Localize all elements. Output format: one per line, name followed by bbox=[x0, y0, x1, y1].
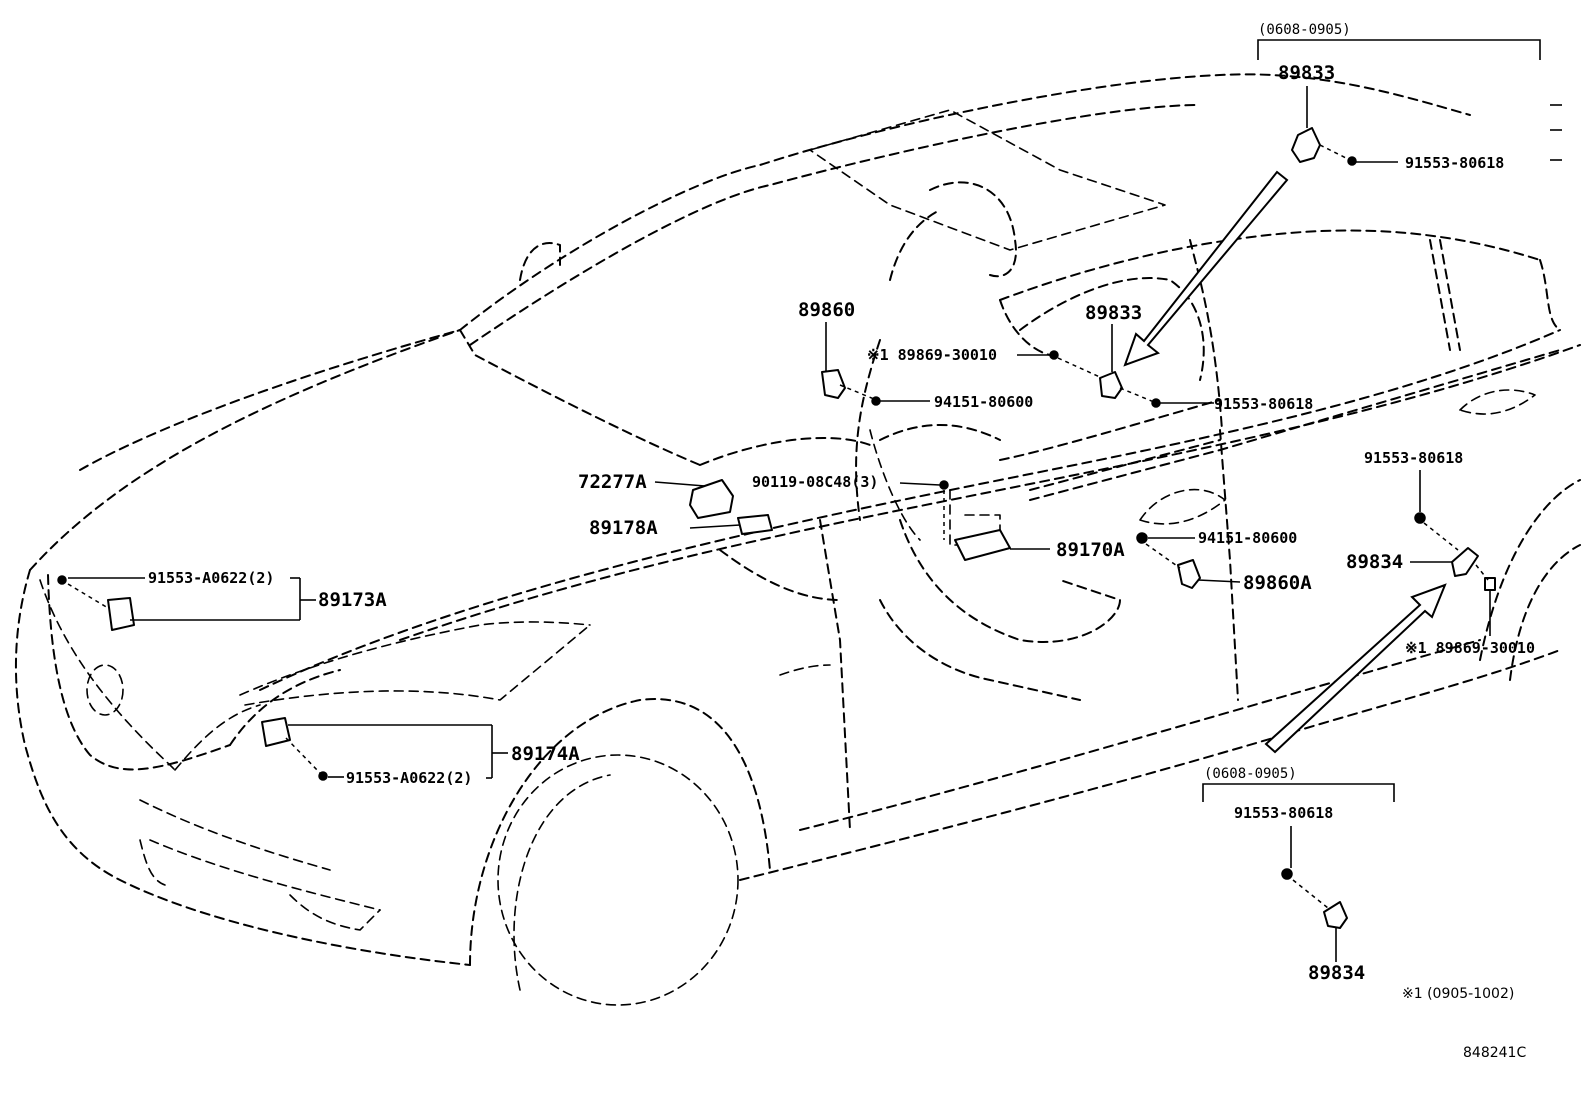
label-94151-80600-upper: 94151-80600 bbox=[934, 393, 1033, 411]
label-72277A: 72277A bbox=[578, 471, 647, 493]
label-89834-bottom: 89834 bbox=[1308, 962, 1365, 984]
label-89833-mid: 89833 bbox=[1085, 302, 1142, 324]
bolt-91553-A0622-front-icon bbox=[57, 575, 67, 585]
label-89178A: 89178A bbox=[589, 517, 658, 539]
interior-mounting-lines bbox=[869, 429, 1001, 546]
bracket-72277A-icon bbox=[689, 479, 734, 519]
footnote: ※1 (0905-1002) bbox=[1402, 986, 1514, 1002]
sensor-89860-icon bbox=[821, 369, 846, 399]
date-range-bottom: (0608-0905) bbox=[1204, 766, 1297, 782]
sensor-89173A-icon bbox=[107, 597, 135, 631]
sensor-89834-bottom-icon bbox=[1323, 901, 1348, 929]
label-91553-A0622-lower: 91553-A0622(2) bbox=[346, 769, 472, 787]
label-91553-A0622-front: 91553-A0622(2) bbox=[148, 569, 274, 587]
bolt-91553-80618-bottom-icon bbox=[1281, 868, 1293, 880]
parts bbox=[57, 127, 1496, 929]
bolt-91553-80618-mid-icon bbox=[1151, 398, 1161, 408]
bolt-91553-80618-right-icon bbox=[1414, 512, 1426, 524]
sensor-89833-mid-icon bbox=[1099, 371, 1123, 399]
sensor-89860A-icon bbox=[1177, 559, 1201, 589]
label-89833-top: 89833 bbox=[1278, 62, 1335, 84]
bolt-91553-80618-top-icon bbox=[1347, 156, 1357, 166]
label-91553-80618-right: 91553-80618 bbox=[1364, 449, 1463, 467]
label-89869-30010-mid: ※1 89869-30010 bbox=[867, 346, 997, 364]
bolt-91553-A0622-lower-icon bbox=[318, 771, 328, 781]
label-91553-80618-top: 91553-80618 bbox=[1405, 154, 1504, 172]
sensor-89833-top-icon bbox=[1291, 127, 1321, 163]
cap-89869-30010-right-icon bbox=[1484, 577, 1496, 591]
bolt-90119-08C48-icon bbox=[939, 480, 949, 490]
label-89170A: 89170A bbox=[1056, 539, 1125, 561]
sensor-89178A-icon bbox=[737, 514, 773, 535]
label-91553-80618-mid: 91553-80618 bbox=[1214, 395, 1313, 413]
arrow-to-mid-sensor-icon bbox=[1123, 170, 1289, 367]
label-94151-80600-lower: 94151-80600 bbox=[1198, 529, 1297, 547]
label-89860: 89860 bbox=[798, 299, 855, 321]
emblem-icon bbox=[86, 664, 124, 716]
callout-arrows bbox=[1123, 170, 1447, 754]
sensor-89174A-icon bbox=[261, 717, 291, 747]
label-89869-30010-right: ※1 89869-30010 bbox=[1405, 639, 1535, 657]
label-89860A: 89860A bbox=[1243, 572, 1312, 594]
label-91553-80618-bottom: 91553-80618 bbox=[1234, 804, 1333, 822]
label-90119-08C48: 90119-08C48(3) bbox=[752, 473, 878, 491]
date-range-top: (0608-0905) bbox=[1258, 22, 1351, 38]
arrow-to-right-sensor-icon bbox=[1264, 583, 1447, 754]
leader-lines bbox=[67, 86, 1491, 962]
sensor-89834-right-icon bbox=[1451, 547, 1479, 577]
car-body-outline bbox=[14, 73, 1581, 1006]
label-89834-right: 89834 bbox=[1346, 551, 1403, 573]
diagram-id: 848241C bbox=[1463, 1045, 1526, 1061]
airbag-ecu-89170A-icon bbox=[954, 529, 1011, 561]
bolt-94151-80600-lower-icon bbox=[1136, 532, 1148, 544]
part-labels: (0608-0905) 89833 91553-80618 89860 ※1 8… bbox=[148, 22, 1535, 1061]
label-89174A: 89174A bbox=[511, 743, 580, 765]
label-89173A: 89173A bbox=[318, 589, 387, 611]
cap-89869-30010-mid-icon bbox=[1049, 350, 1059, 360]
date-brackets bbox=[1202, 39, 1562, 802]
